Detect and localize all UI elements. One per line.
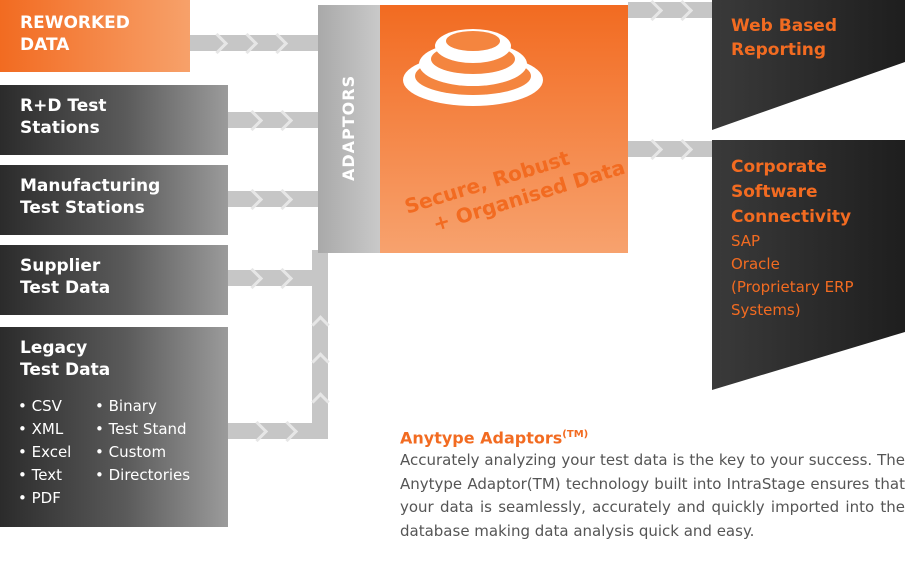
stacked-rings-logo-icon <box>403 29 543 106</box>
connector-manufacturing <box>228 191 320 207</box>
web-line-2: Reporting <box>731 40 827 60</box>
input-legacy-data: Legacy Test Data • CSV • XML • Excel • T… <box>0 327 228 527</box>
output-web-shape <box>712 0 905 130</box>
manufacturing-line-1: Manufacturing <box>20 176 161 196</box>
corporate-title-1: Corporate <box>731 157 827 177</box>
legacy-line-2: Test Data <box>20 360 111 380</box>
trademark-mark: (TM) <box>562 429 589 440</box>
connector-corporate <box>628 141 718 157</box>
connector-reworked <box>190 35 320 51</box>
corporate-item: SAP <box>731 232 761 250</box>
web-line-1: Web Based <box>731 16 838 36</box>
connector-supplier <box>228 270 320 286</box>
supplier-line-2: Test Data <box>20 278 111 298</box>
supplier-line-1: Supplier <box>20 256 101 276</box>
list-item: • Excel <box>18 443 72 461</box>
rnd-line-1: R+D Test <box>20 96 107 116</box>
output-corporate-connectivity: Corporate Software Connectivity SAP Orac… <box>731 155 854 322</box>
list-item: • Binary <box>95 397 157 415</box>
output-web-reporting: Web Based Reporting <box>731 14 837 62</box>
legacy-formats-col-1: • CSV • XML • Excel • Text • PDF <box>18 395 71 510</box>
connector-web <box>628 2 718 18</box>
input-manufacturing-stations: Manufacturing Test Stations <box>0 165 228 235</box>
adaptors-bar <box>318 5 380 253</box>
corporate-title-3: Connectivity <box>731 207 852 227</box>
adaptors-label: ADAPTORS <box>339 74 358 181</box>
corporate-item: Oracle <box>731 255 780 273</box>
legacy-line-1: Legacy <box>20 338 88 358</box>
corporate-item: Systems) <box>731 301 801 319</box>
manufacturing-line-2: Test Stations <box>20 198 145 218</box>
connector-legacy <box>228 423 328 439</box>
list-item: • CSV <box>18 397 62 415</box>
output-corporate-shape <box>712 140 905 390</box>
reworked-line-1: REWORKED <box>20 13 130 33</box>
list-item: • Text <box>18 466 62 484</box>
legacy-formats-col-2: • Binary • Test Stand • Custom • Directo… <box>95 395 190 487</box>
list-item: • Custom <box>95 443 167 461</box>
rnd-line-2: Stations <box>20 118 100 138</box>
corporate-item: (Proprietary ERP <box>731 278 854 296</box>
center-skew-shadow <box>380 253 628 287</box>
list-item: • XML <box>18 420 64 438</box>
description-heading-text: Anytype Adaptors <box>400 428 563 448</box>
list-item: • Test Stand <box>95 420 187 438</box>
list-item: • PDF <box>18 489 61 507</box>
connector-vertical <box>312 250 328 439</box>
description-body: Accurately analyzing your test data is t… <box>400 451 905 540</box>
list-item: • Directories <box>95 466 191 484</box>
input-supplier-data: Supplier Test Data <box>0 245 228 315</box>
description-heading: Anytype Adaptors(TM) <box>400 424 588 449</box>
reworked-line-2: DATA <box>20 35 70 55</box>
input-rnd-stations: R+D Test Stations <box>0 85 228 155</box>
corporate-title-2: Software <box>731 182 818 202</box>
input-reworked-data: REWORKED DATA <box>0 0 190 72</box>
connector-rnd <box>228 112 320 128</box>
